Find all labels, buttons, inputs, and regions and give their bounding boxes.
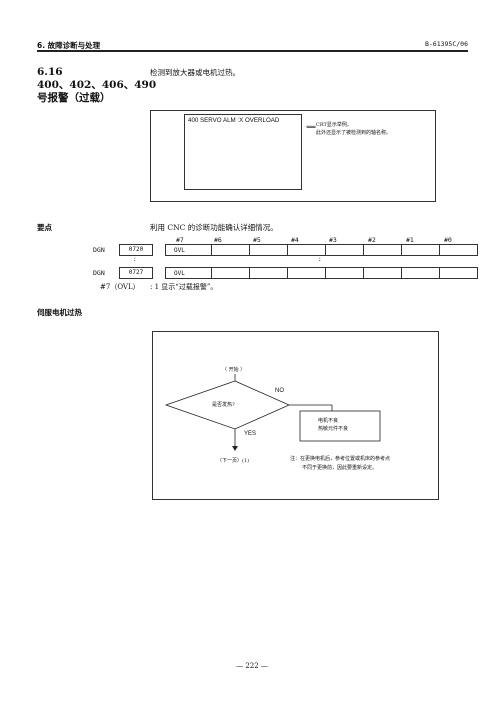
servo-heading: 伺服电机过热 xyxy=(37,308,82,317)
bit-header-0: #0 xyxy=(444,236,452,244)
dgn-label-2: DGN xyxy=(93,269,105,277)
flowchart-frame xyxy=(152,331,439,500)
bit-header-3: #3 xyxy=(329,236,337,244)
header-section: 6. 故障诊断与处理 xyxy=(37,41,101,50)
register-row-1: OVL xyxy=(165,244,478,256)
arrow-down-icon xyxy=(232,446,238,451)
dgn-label-1: DGN xyxy=(93,246,105,254)
flowchart-diagram xyxy=(164,374,381,451)
bit-header-2: #2 xyxy=(368,236,376,244)
bit-header-1: #1 xyxy=(406,236,414,244)
page-number: — 222 — xyxy=(236,662,268,670)
header-rule xyxy=(37,50,468,52)
flow-note: 注：在更换电机后，参考位置或机床的参考点 不同于更换前，因此要重新设定。 xyxy=(290,455,390,473)
bit-note-label: #7（OVL） xyxy=(100,283,140,291)
bit-header-6: #6 xyxy=(214,236,222,244)
dgn-number-2: 0727 xyxy=(119,267,153,279)
screen-note-line2: 此外还显示了被检测到的轴名称。 xyxy=(316,130,392,136)
bit-header-5: #5 xyxy=(253,236,261,244)
bit7-cell-2: OVL xyxy=(165,267,212,279)
flow-yes-label: YES xyxy=(244,431,257,437)
dgn-number-1: 0720 xyxy=(119,244,153,256)
bit-header-4: #4 xyxy=(291,236,299,244)
register-row-2: OVL xyxy=(165,267,478,279)
flow-next-page: （下一页）(1) xyxy=(217,458,250,464)
screen-note-line1: CRT显示举例。 xyxy=(316,122,352,128)
bit7-cell-1: OVL xyxy=(165,244,212,256)
ellipsis-mark-2: : xyxy=(318,256,322,263)
section-title-line2: 号报警（过载） xyxy=(37,92,111,104)
bit-note-text: : 1 显示“过载报警”。 xyxy=(150,283,218,291)
points-text: 利用 CNC 的诊断功能确认详细情况。 xyxy=(150,223,278,232)
result-box xyxy=(299,410,381,442)
screen-note: CRT显示举例。 此外还显示了被检测到的轴名称。 xyxy=(316,121,391,137)
section-number: 6.16 xyxy=(37,66,63,78)
flow-question: 是否发热? xyxy=(212,402,235,408)
flow-note-line1: 注：在更换电机后，参考位置或机床的参考点 xyxy=(290,456,391,462)
arrow-left-icon: ⟸ xyxy=(306,123,317,131)
flow-note-line2: 不同于更换前，因此要重新设定。 xyxy=(302,465,378,471)
flow-result-line2: 热敏元件不良 xyxy=(318,426,349,432)
alarm-message: 400 SERVO ALM :X OVERLOAD xyxy=(188,117,280,124)
bit-header-7: #7 xyxy=(176,236,184,244)
section-title: 6.16 400、402、406、490 号报警（过载） xyxy=(37,66,156,105)
ellipsis-mark-1: : xyxy=(133,256,137,263)
header-doc-id: B-61395C/06 xyxy=(424,40,468,48)
intro-text: 检测到放大器或电机过热。 xyxy=(150,68,240,77)
section-title-line1: 400、402、406、490 xyxy=(37,79,157,91)
flow-start: （ 开始 ） xyxy=(222,367,246,373)
flow-result-text: 电机不良 热敏元件不良 xyxy=(318,417,348,433)
crt-frame xyxy=(150,110,436,202)
points-heading: 要点 xyxy=(37,223,52,232)
crt-screen xyxy=(184,114,302,190)
flow-no-label: NO xyxy=(275,388,284,394)
flow-result-line1: 电机不良 xyxy=(318,418,339,424)
